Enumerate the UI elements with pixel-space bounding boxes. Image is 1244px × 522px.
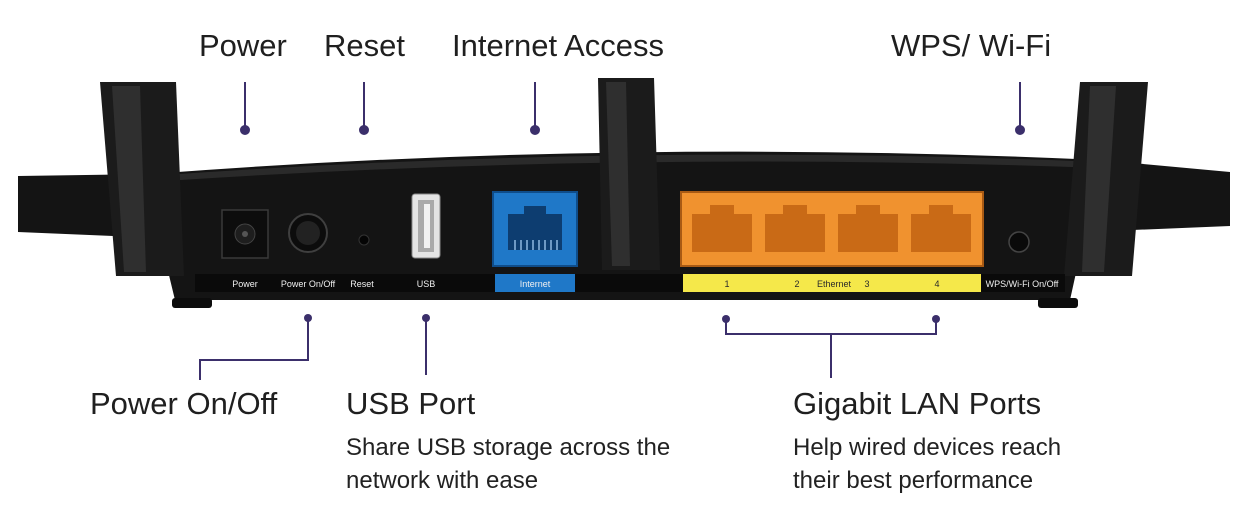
panel-label-lan-4: 4 bbox=[934, 279, 940, 289]
usb-port bbox=[411, 193, 441, 259]
internet-port bbox=[492, 191, 578, 267]
panel-label-usb: USB bbox=[416, 279, 436, 289]
bottom-leader-dots bbox=[304, 314, 940, 323]
panel-label-power-on-off: Power On/Off bbox=[280, 279, 336, 289]
callout-internet-access: Internet Access bbox=[452, 28, 664, 63]
panel-label-power: Power bbox=[232, 279, 258, 289]
lan-port-4 bbox=[911, 205, 971, 252]
callout-usb-port-desc-2: network with ease bbox=[346, 467, 539, 494]
wps-wifi-button bbox=[1008, 231, 1030, 253]
callout-power-on-off: Power On/Off bbox=[90, 386, 278, 421]
antenna-left bbox=[100, 82, 184, 276]
panel-label-ethernet: Ethernet bbox=[816, 279, 852, 289]
lan-label-strip bbox=[683, 274, 981, 292]
callout-gigabit-lan-desc-1: Help wired devices reach bbox=[793, 434, 1062, 461]
panel-label-lan-3: 3 bbox=[864, 279, 870, 289]
internet-label-strip bbox=[495, 274, 575, 292]
callout-reset: Reset bbox=[324, 28, 405, 63]
power-on-off-button bbox=[288, 213, 328, 253]
bottom-leader-lines bbox=[199, 318, 937, 380]
panel-label-lan-1: 1 bbox=[724, 279, 730, 289]
callout-wps-wifi: WPS/ Wi-Fi bbox=[891, 28, 1052, 63]
panel-label-reset: Reset bbox=[350, 279, 374, 289]
lan-port-1 bbox=[692, 205, 752, 252]
panel-label-internet: Internet bbox=[519, 279, 551, 289]
panel-label-wps-wifi-on-off: WPS/Wi-Fi On/Off bbox=[985, 279, 1059, 289]
lan-port-3 bbox=[838, 205, 898, 252]
antenna-middle bbox=[598, 78, 660, 270]
reset-hole bbox=[358, 234, 370, 246]
power-jack bbox=[221, 209, 269, 259]
top-leader-lines bbox=[240, 82, 1025, 135]
callout-usb-port-desc-1: Share USB storage across the bbox=[346, 434, 671, 461]
callout-usb-port-title: USB Port bbox=[346, 386, 476, 421]
callout-gigabit-lan-title: Gigabit LAN Ports bbox=[793, 386, 1042, 421]
lan-port-2 bbox=[765, 205, 825, 252]
lan-ports bbox=[680, 191, 984, 267]
callout-gigabit-lan-desc-2: their best performance bbox=[793, 467, 1034, 494]
antenna-right bbox=[1064, 82, 1148, 276]
panel-label-lan-2: 2 bbox=[794, 279, 800, 289]
callout-power: Power bbox=[199, 28, 287, 63]
